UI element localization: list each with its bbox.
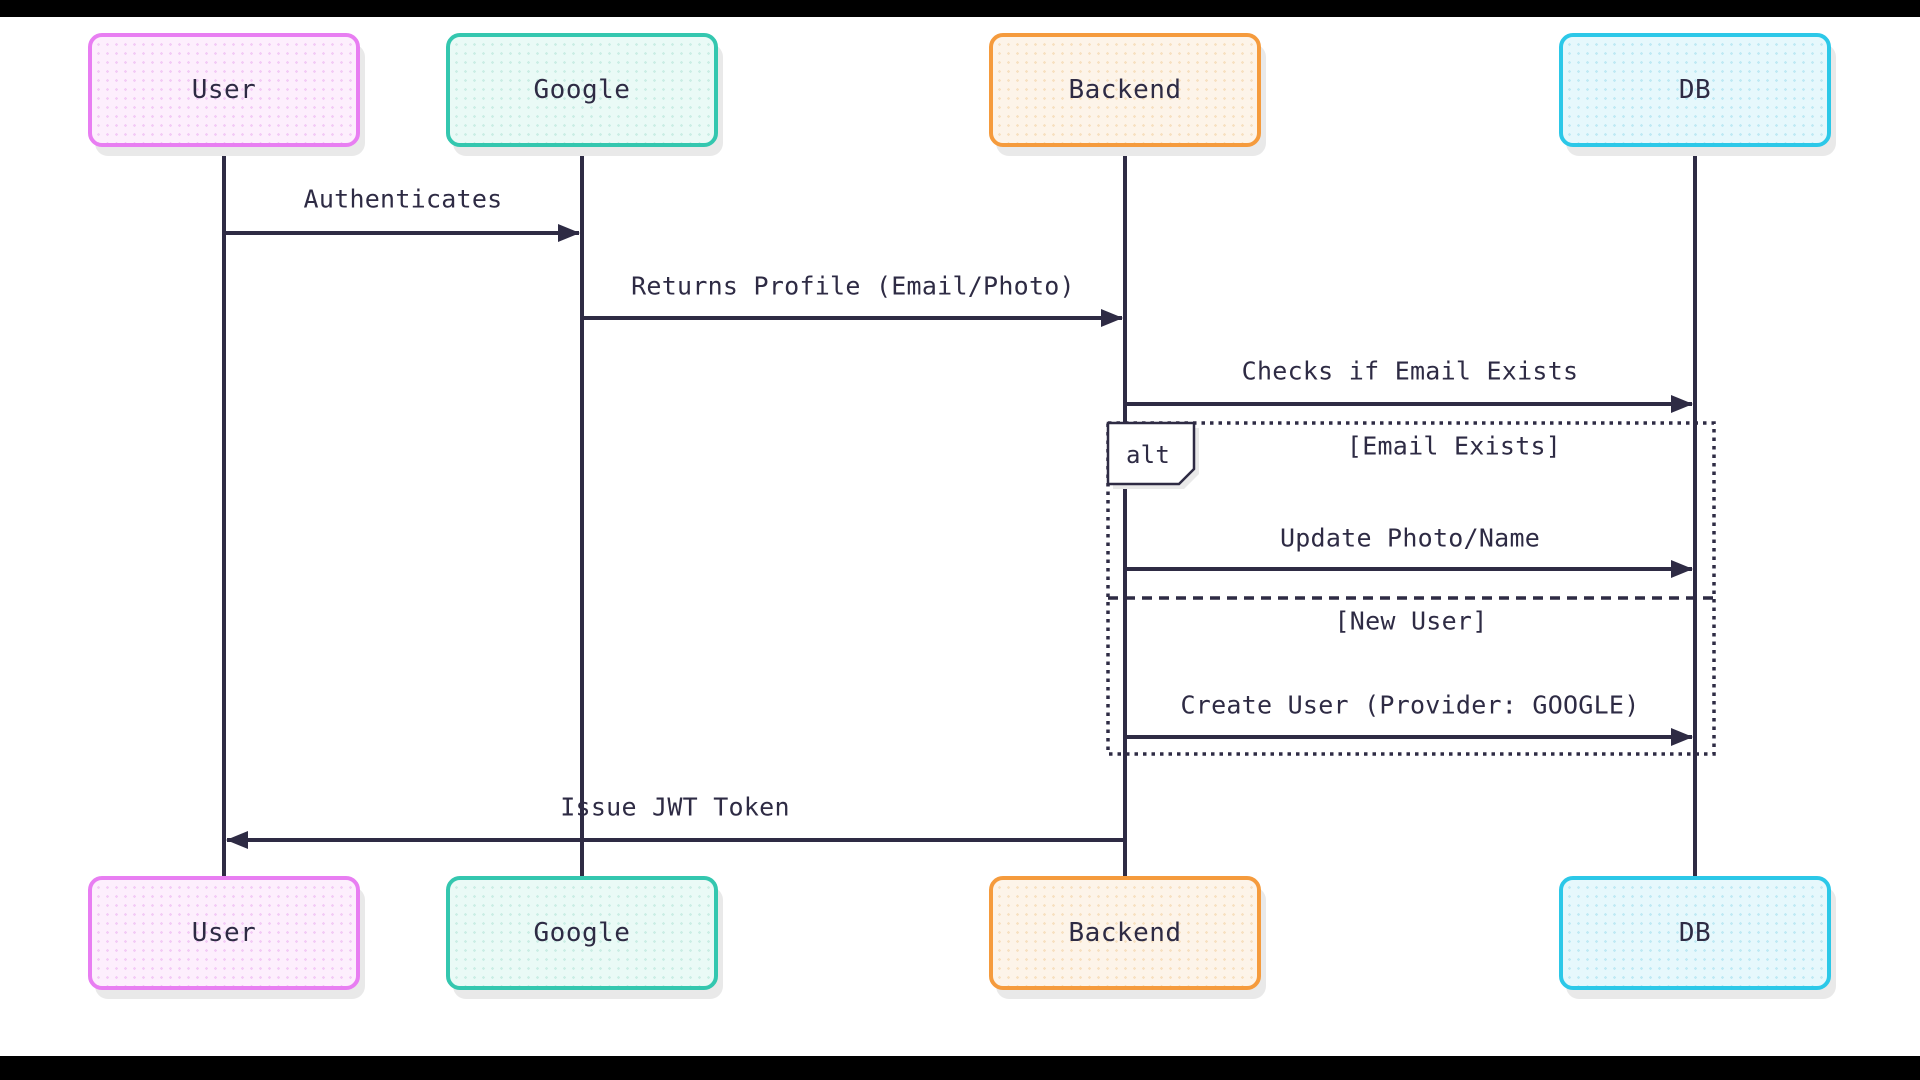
message-label-checks-email: Checks if Email Exists	[1241, 356, 1579, 386]
message-label-returns-profile: Returns Profile (Email/Photo)	[631, 271, 1075, 301]
actor-box-user-bottom: User	[88, 876, 360, 990]
actor-box-db-bottom: DB	[1559, 876, 1831, 990]
actor-label-google-top: Google	[533, 75, 631, 105]
message-label-create-user: Create User (Provider: GOOGLE)	[1180, 690, 1640, 720]
alt-label-tag	[1106, 421, 1196, 486]
actor-box-backend-bottom: Backend	[989, 876, 1261, 990]
actor-label-user-bottom: User	[191, 918, 257, 948]
actor-label-db-top: DB	[1678, 75, 1712, 105]
message-label-issue-jwt: Issue JWT Token	[560, 792, 790, 822]
alt-guard-new-user: [New User]	[1334, 606, 1488, 636]
actor-label-backend-top: Backend	[1068, 75, 1182, 105]
actor-label-user-top: User	[191, 75, 257, 105]
actor-box-backend-top: Backend	[989, 33, 1261, 147]
actor-label-backend-bottom: Backend	[1068, 918, 1182, 948]
actor-box-google-bottom: Google	[446, 876, 718, 990]
actor-label-db-bottom: DB	[1678, 918, 1712, 948]
alt-guard-email-exists: [Email Exists]	[1346, 431, 1562, 461]
alt-keyword: alt	[1125, 441, 1171, 469]
actor-label-google-bottom: Google	[533, 918, 631, 948]
alt-frame	[1106, 421, 1716, 756]
message-label-authenticates: Authenticates	[303, 184, 503, 214]
message-label-update-photo: Update Photo/Name	[1279, 523, 1541, 553]
actor-box-user-top: User	[88, 33, 360, 147]
letterbox-top	[0, 0, 1920, 17]
actor-box-google-top: Google	[446, 33, 718, 147]
actor-box-db-top: DB	[1559, 33, 1831, 147]
letterbox-bottom	[0, 1056, 1920, 1080]
